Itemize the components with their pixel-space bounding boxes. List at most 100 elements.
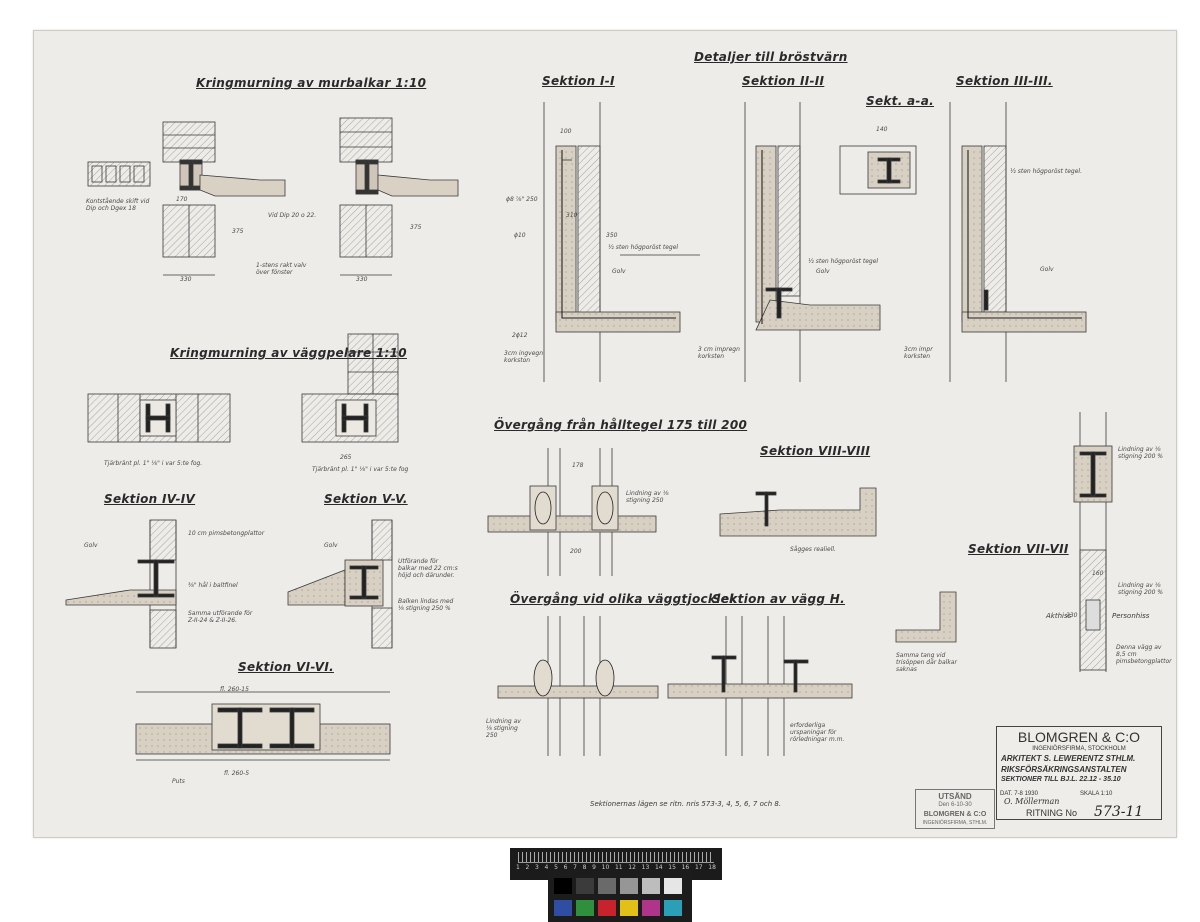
annotation: Tjärbränt pl. 1" ⅛" i var 5:te fog [312, 466, 409, 473]
section-title: Sektion av vägg H. [712, 592, 845, 606]
color-swatch [620, 878, 638, 894]
color-swatch [620, 900, 638, 916]
annotation: Utförande för balkar med 22 cm:s höjd oc… [398, 558, 458, 579]
annotation: ½ sten högporöst tegel [608, 244, 679, 251]
section-title: Sektion III-III. [956, 74, 1053, 88]
transition-section-drawing [487, 448, 657, 576]
section-4-drawing [65, 519, 177, 649]
scale-number: 6 [563, 864, 568, 871]
section-5-drawing [287, 519, 393, 649]
stamp-sub: INGENIÖRSFIRMA, STHLM. [922, 820, 988, 826]
color-swatch [642, 900, 660, 916]
annotation: Golv [324, 542, 338, 549]
annotation: 3cm ingvegn korkston [504, 350, 543, 364]
scale-number: 17 [694, 864, 703, 871]
scale-number: 8 [582, 864, 587, 871]
scale-number: 4 [544, 864, 549, 871]
section-title: Sektion I-I [542, 74, 615, 88]
section-1-drawing [543, 102, 700, 382]
annotation: ⅜" hål i baltfinel [188, 582, 238, 589]
section-title: Sektion VII-VII [968, 542, 1069, 556]
section-title: Kringmurning av väggpelare 1:10 [170, 346, 407, 360]
annotation: 1-stens rakt valv över fönster [256, 262, 307, 276]
drawing-number-label: RITNING No [1026, 808, 1078, 818]
main-title: Detaljer till bröstvärn [694, 50, 848, 64]
annotation: Tjärbränt pl. 1" ⅛" i var 5:te fog. [104, 460, 203, 467]
section-2-drawing [744, 102, 881, 382]
scale-number: 13 [641, 864, 650, 871]
drawing-number: 573-11 [1094, 804, 1144, 820]
dimension: 160 [1092, 570, 1104, 577]
color-swatch [598, 900, 616, 916]
annotation: Kontstående skift vid Dip och Dgex 18 [86, 198, 150, 212]
brick-detail-right [339, 117, 459, 276]
section-7-drawing [895, 591, 957, 643]
subject: SEKTIONER TILL BJ.L. 22.12 - 35.10 [1001, 776, 1121, 783]
dimension: 265 [340, 454, 352, 461]
section-title: Kringmurning av murbalkar 1:10 [196, 76, 427, 90]
color-card [548, 870, 692, 922]
dispatch-stamp: UTSÄND Den 6-10-30 BLOMGREN & C:O INGENI… [915, 789, 995, 829]
dimension: 330 [180, 276, 192, 283]
stamp-firm: BLOMGREN & C:O [923, 811, 987, 818]
dimension: 230 [1066, 612, 1078, 619]
section-title: Sektion VI-VI. [238, 660, 334, 674]
annotation: 3cm impr korksten [904, 346, 933, 360]
scale-number: 1 [516, 864, 520, 871]
project: RIKSFÖRSÄKRINGSANSTALTEN [1001, 765, 1127, 774]
date-label: DAT. 7-8 1930 [1000, 791, 1038, 797]
sections-note: Sektionernas lägen se ritn. nris 573-3, … [590, 800, 782, 808]
dimension: 375 [410, 224, 422, 231]
annotation: Puts [172, 778, 185, 785]
section-aa-drawing [839, 145, 917, 195]
stamp-date: Den 6-10-30 [938, 802, 972, 808]
brick-detail-left [87, 121, 286, 276]
annotation: ϕ10 [514, 232, 526, 239]
dimension: 310 [566, 212, 578, 219]
annotation: 3 cm impregn korksten [698, 346, 740, 360]
firm-subtitle: INGENIÖRSFIRMA, STOCKHOLM [1032, 746, 1126, 752]
scale-label: SKALA 1:10 [1080, 791, 1113, 797]
wall-thickness-transition-drawing [497, 616, 659, 756]
annotation: Golv [1040, 266, 1054, 273]
annotation: Balken lindas med ⅛ stigning 250 % [398, 598, 454, 612]
annotation: Golv [816, 268, 830, 275]
annotation: Golv [612, 268, 626, 275]
annotation: Akthiss [1046, 612, 1072, 620]
annotation: Lindning av ⅛ stigning 250 [486, 718, 521, 739]
annotation: Lindning av ⅛ stigning 200 % [1118, 446, 1164, 460]
section-title: Sekt. a-a. [866, 94, 934, 108]
scale-number: 16 [681, 864, 690, 871]
color-swatch [576, 878, 594, 894]
annotation: Samma tang vid trisöppen där balkar sakn… [896, 652, 957, 673]
signature: O. Möllerman [1004, 797, 1060, 806]
dimension: 350 [606, 232, 618, 239]
date-scale-row: DAT. 7-8 1930 SKALA 1:10 O. Möllerman RI… [996, 790, 1160, 820]
section-title: Sektion IV-IV [104, 492, 196, 506]
annotation: fl. 260-15 [220, 686, 249, 693]
pilaster-detail-left [87, 393, 231, 443]
scale-number: 12 [628, 864, 636, 871]
section-8-drawing [719, 487, 877, 537]
section-3-drawing [949, 102, 1087, 382]
section-title: Sektion V-V. [324, 492, 408, 506]
annotation: Lindning av ⅛ stigning 200 % [1118, 582, 1164, 596]
dimension: 330 [356, 276, 368, 283]
scale-number: 11 [614, 864, 623, 871]
annotation: 2ϕ12 [512, 332, 528, 339]
color-swatch [642, 878, 660, 894]
dimension: 200 [570, 548, 582, 555]
annotation: fl. 260-5 [224, 770, 250, 777]
scale-number: 2 [525, 864, 530, 871]
section-title: Övergång från hålltegel 175 till 200 [494, 418, 748, 432]
dimension: 140 [876, 126, 888, 133]
scale-number: 9 [592, 864, 596, 871]
scale-number: 18 [708, 864, 716, 871]
annotation: ½ sten högporöst tegel [808, 258, 879, 265]
dimension: 178 [572, 462, 584, 469]
annotation: Denna vägg av 8,5 cm pimsbetongplattor [1116, 644, 1172, 665]
section-title: Sektion VIII-VIII [760, 444, 871, 458]
annotation: Sågges realiell. [790, 546, 836, 553]
